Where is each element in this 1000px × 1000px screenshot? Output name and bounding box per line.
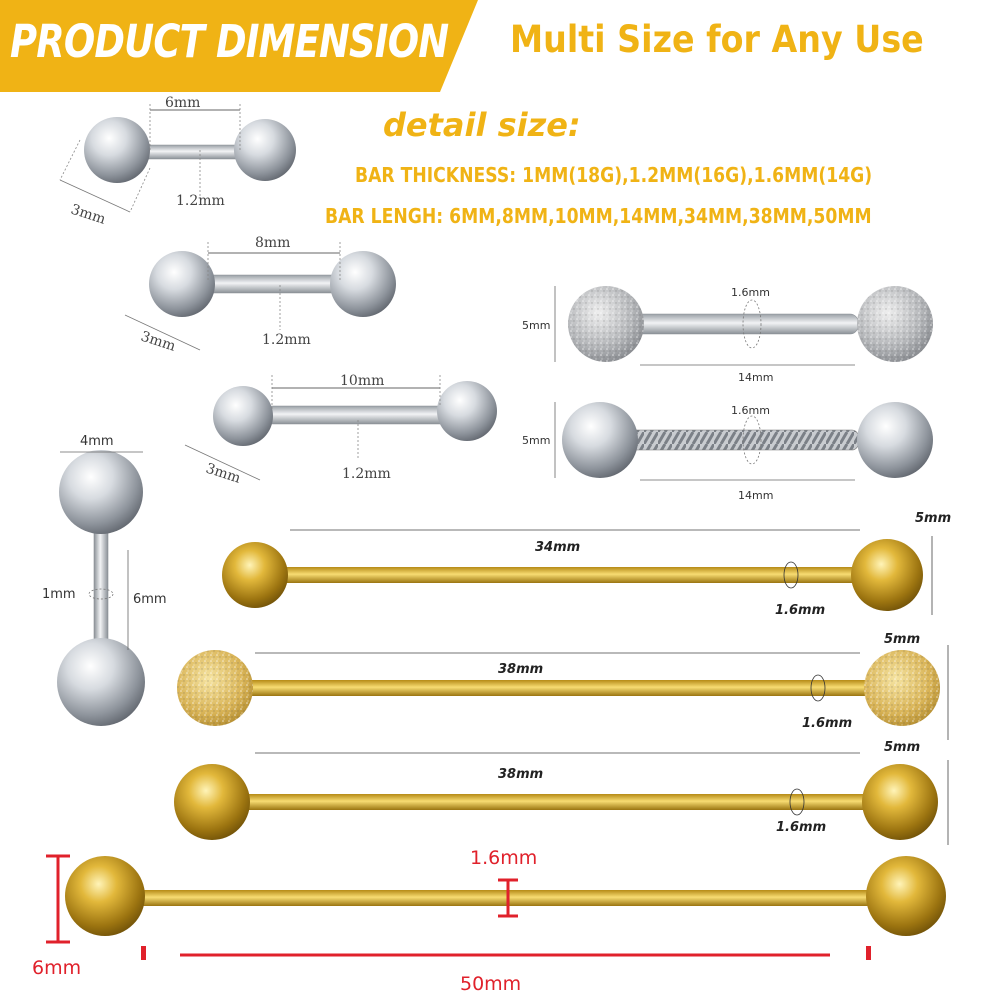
- gold-38mm-gauge: 1.6mm: [776, 820, 826, 835]
- gold-38mm-frosted-length: 38mm: [498, 662, 543, 677]
- frosted-14mm-ball: 5mm: [522, 319, 550, 332]
- barbell-6mm: [59, 104, 296, 213]
- twisted-14mm-length: 14mm: [738, 489, 773, 502]
- gold-34mm-gauge: 1.6mm: [775, 603, 825, 618]
- vertical-ball: 4mm: [80, 434, 114, 449]
- banner-title: PRODUCT DIMENSION: [10, 15, 449, 68]
- barbell-10mm-gauge: 1.2mm: [342, 466, 391, 482]
- barbell-8mm-length: 8mm: [255, 235, 290, 251]
- twisted-14mm-gauge: 1.6mm: [731, 404, 770, 417]
- headline: Multi Size for Any Use: [510, 18, 924, 61]
- red-dimension-lines: [46, 854, 871, 960]
- gold-50mm-ball: 6mm: [32, 957, 81, 979]
- gold-38mm-length: 38mm: [498, 767, 543, 782]
- gold-38mm-frosted-ball: 5mm: [884, 632, 920, 647]
- barbell-10mm-ball: 3mm: [204, 461, 243, 487]
- detail-size-title: detail size:: [383, 106, 581, 144]
- frosted-14mm-length: 14mm: [738, 371, 773, 384]
- barbell-8mm: [124, 242, 396, 351]
- twisted-14mm-ball: 5mm: [522, 434, 550, 447]
- frosted-barbell-14mm: [554, 286, 933, 366]
- gold-frosted-barbell-38mm: [177, 645, 949, 740]
- barbell-8mm-gauge: 1.2mm: [262, 332, 311, 348]
- twisted-barbell-14mm: [554, 402, 933, 481]
- barbell-8mm-ball: 3mm: [139, 329, 178, 355]
- gold-34mm-length: 34mm: [535, 540, 580, 555]
- barbell-10mm-length: 10mm: [340, 373, 384, 389]
- gold-barbell-38mm: [174, 752, 949, 845]
- gold-38mm-frosted-gauge: 1.6mm: [802, 716, 852, 731]
- vertical-barbell: [57, 450, 145, 726]
- gold-barbell-50mm: [46, 854, 946, 960]
- barbell-6mm-length: 6mm: [165, 95, 200, 111]
- product-dimension-banner: PRODUCT DIMENSION: [0, 0, 478, 92]
- vertical-length: 6mm: [133, 592, 167, 607]
- bar-thickness-spec: BAR THICKNESS: 1MM(18G),1.2MM(16G),1.6MM…: [355, 163, 873, 187]
- gold-50mm-gauge: 1.6mm: [470, 847, 537, 869]
- barbell-6mm-ball: 3mm: [69, 202, 108, 228]
- frosted-14mm-gauge: 1.6mm: [731, 286, 770, 299]
- barbell-10mm: [184, 375, 497, 481]
- gold-34mm-ball: 5mm: [915, 511, 951, 526]
- gold-barbell-34mm: [222, 529, 933, 615]
- gold-38mm-ball: 5mm: [884, 740, 920, 755]
- vertical-gauge: 1mm: [42, 587, 76, 602]
- barbell-6mm-gauge: 1.2mm: [176, 193, 225, 209]
- bar-length-spec: BAR LENGH: 6MM,8MM,10MM,14MM,34MM,38MM,5…: [325, 204, 872, 228]
- banner-shape: [0, 0, 478, 92]
- gold-50mm-length: 50mm: [460, 973, 521, 995]
